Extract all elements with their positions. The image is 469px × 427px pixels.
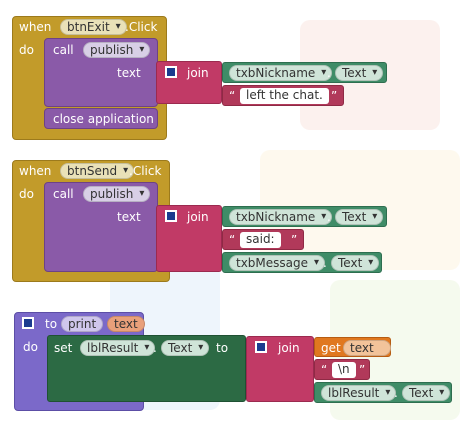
open-quote-icon: “ xyxy=(229,233,236,247)
close-quote-icon: ” xyxy=(291,233,298,247)
do-label: do xyxy=(19,187,34,201)
mutator-gear-icon[interactable] xyxy=(22,317,34,329)
text-param-label: text xyxy=(117,210,141,224)
component-text-getter[interactable]: txbMessage . Text xyxy=(222,252,382,273)
procedure-dropdown[interactable]: publish xyxy=(83,186,151,202)
procedure-name-field[interactable]: print xyxy=(61,316,104,332)
message-component-dropdown[interactable]: txbMessage xyxy=(229,255,326,271)
mutator-gear-icon[interactable] xyxy=(165,66,177,78)
when-label: when xyxy=(19,20,52,34)
do-label: do xyxy=(19,43,34,57)
call-label: call xyxy=(53,187,74,201)
do-label: do xyxy=(23,340,38,354)
dot-label: . xyxy=(153,341,157,355)
text-string-block[interactable]: “ \n ” xyxy=(314,359,370,380)
set-property-block[interactable]: set lblResult . Text to xyxy=(47,335,246,402)
component-text-getter[interactable]: txbNickname . Text xyxy=(222,62,387,83)
join-block[interactable]: join xyxy=(156,61,222,104)
dot-label: . xyxy=(323,256,327,270)
component-dropdown[interactable]: btnSend xyxy=(60,163,135,179)
dot-label: . xyxy=(394,386,398,400)
to-label: to xyxy=(45,317,58,331)
join-label: join xyxy=(187,210,209,224)
when-label: when xyxy=(19,164,52,178)
close-quote-icon: ” xyxy=(359,363,366,377)
property-dropdown[interactable]: Text xyxy=(402,385,451,401)
to-label: to xyxy=(216,341,229,355)
event-name-label: .Click xyxy=(125,20,158,34)
param-name-field[interactable]: text xyxy=(107,316,145,332)
variable-dropdown[interactable]: text xyxy=(343,340,391,356)
string-field[interactable]: left the chat. xyxy=(240,88,329,104)
mutator-gear-icon[interactable] xyxy=(255,341,267,353)
dot-label: . xyxy=(327,66,331,80)
component-dropdown[interactable]: btnExit xyxy=(60,19,127,35)
property-dropdown[interactable]: Text xyxy=(161,340,210,356)
join-label: join xyxy=(187,66,209,80)
nickname-component-dropdown[interactable]: txbNickname xyxy=(229,209,333,225)
close-application-label: close application xyxy=(53,112,154,126)
get-variable-block[interactable]: get text xyxy=(314,337,391,357)
event-name-label: .Click xyxy=(129,164,162,178)
text-string-block[interactable]: “ said: ” xyxy=(222,229,304,250)
property-dropdown[interactable]: Text xyxy=(335,209,384,225)
open-quote-icon: “ xyxy=(321,363,328,377)
call-label: call xyxy=(53,43,74,57)
mutator-gear-icon[interactable] xyxy=(165,210,177,222)
call-publish-block[interactable]: call publish text xyxy=(44,38,158,107)
close-application-block[interactable]: close application xyxy=(44,108,158,129)
component-text-getter[interactable]: txbNickname . Text xyxy=(222,206,387,227)
result-component-dropdown[interactable]: lblResult xyxy=(321,385,397,401)
dot-label: . xyxy=(327,210,331,224)
close-quote-icon: ” xyxy=(331,89,338,103)
text-param-label: text xyxy=(117,66,141,80)
open-quote-icon: “ xyxy=(229,89,236,103)
text-string-block[interactable]: “ left the chat. ” xyxy=(222,85,344,106)
set-label: set xyxy=(54,341,73,355)
call-publish-block[interactable]: call publish text xyxy=(44,182,158,272)
join-block[interactable]: join xyxy=(156,205,222,272)
procedure-dropdown[interactable]: publish xyxy=(83,42,151,58)
nickname-component-dropdown[interactable]: txbNickname xyxy=(229,65,333,81)
get-label: get xyxy=(321,341,341,355)
property-dropdown[interactable]: Text xyxy=(335,65,384,81)
string-field[interactable]: \n xyxy=(332,362,356,378)
join-label: join xyxy=(278,341,300,355)
string-field[interactable]: said: xyxy=(240,232,281,248)
component-dropdown[interactable]: lblResult xyxy=(80,340,156,356)
component-text-getter[interactable]: lblResult . Text xyxy=(314,382,452,403)
join-block[interactable]: join xyxy=(246,336,314,402)
property-dropdown[interactable]: Text xyxy=(331,255,380,271)
